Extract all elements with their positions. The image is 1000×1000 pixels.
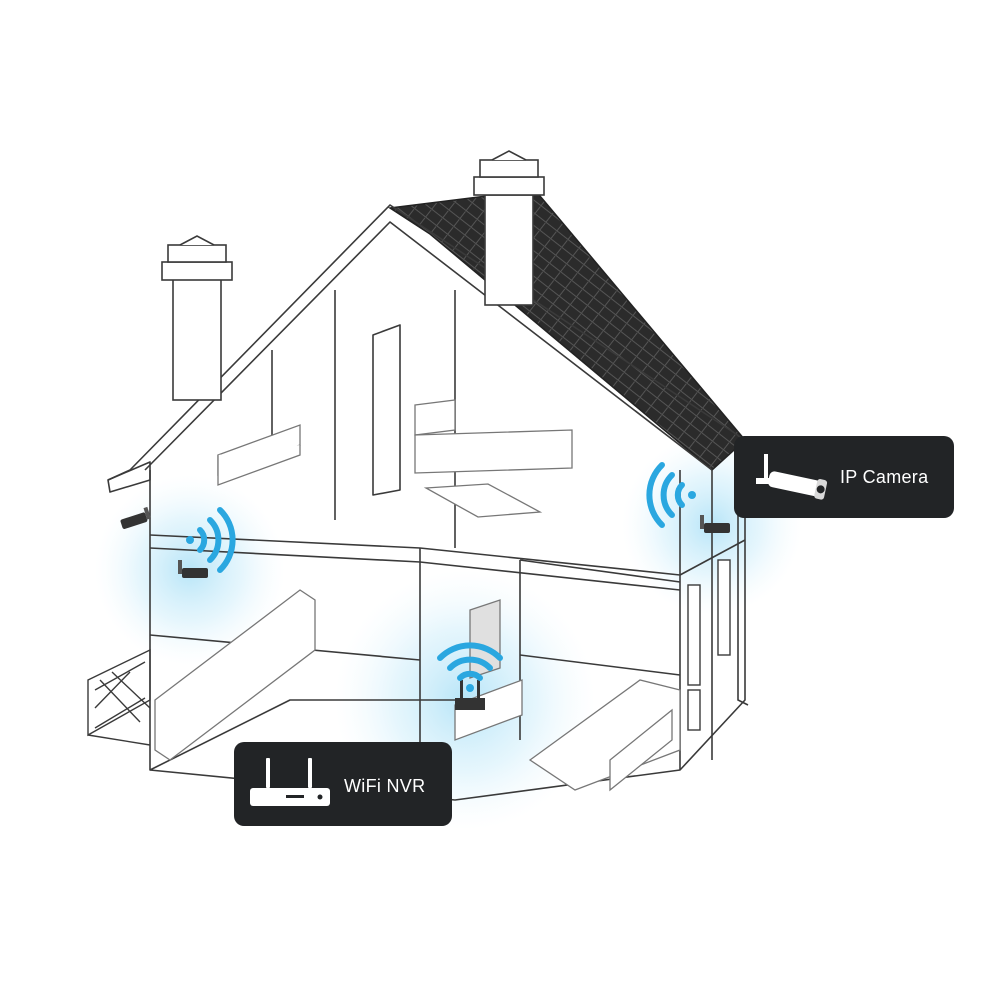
wifi-signals	[186, 462, 696, 692]
upper-furniture	[217, 399, 573, 518]
ip-camera-icon	[120, 506, 152, 529]
ip-camera-icon	[746, 450, 836, 511]
wifi-nvr-callout: WiFi NVR	[234, 742, 452, 826]
chimney-left	[172, 277, 222, 401]
ip-camera-callout: IP Camera	[734, 436, 954, 518]
wifi-signal-icon	[437, 642, 503, 692]
nvr-router-icon	[246, 756, 336, 819]
nvr-device	[455, 680, 485, 710]
side-windows	[687, 559, 731, 731]
wall-cameras	[120, 506, 730, 578]
wifi-signal-icon	[646, 462, 696, 528]
ip-camera-icon	[700, 515, 730, 533]
downpipe	[737, 445, 749, 706]
ip-camera-label: IP Camera	[840, 467, 929, 487]
chimneys	[161, 150, 545, 401]
wifi-nvr-label: WiFi NVR	[344, 776, 426, 796]
porch-railing	[87, 648, 151, 746]
chimney-right	[484, 194, 534, 306]
ip-camera-icon	[178, 560, 208, 578]
lower-furniture	[154, 589, 681, 792]
wifi-signal-icon	[186, 507, 236, 573]
